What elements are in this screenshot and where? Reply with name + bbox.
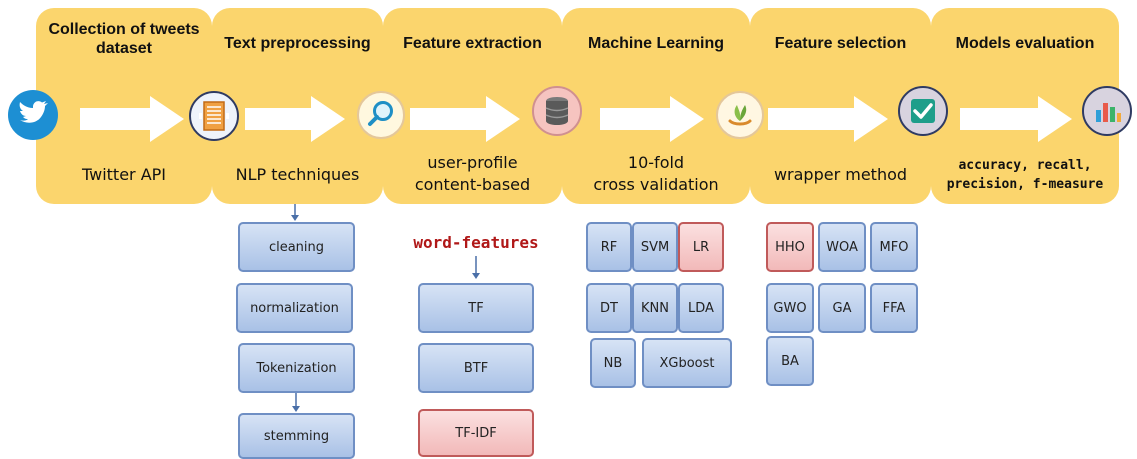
flow-arrow — [80, 96, 184, 142]
stage-subtitle-collection: Twitter API — [81, 165, 167, 184]
stage-title-line: Collection of tweets — [48, 21, 200, 38]
flow-arrow — [768, 96, 888, 142]
stage-subtitle-line: cross validation — [593, 175, 719, 194]
down-arrow — [472, 256, 480, 279]
stage-title-preprocessing: Text preprocessing — [224, 35, 371, 52]
stage-title-selection: Feature selection — [774, 35, 907, 52]
stage-subtitle-line: accuracy, recall, — [958, 158, 1092, 173]
stage-subtitle-line: precision, f-measure — [946, 177, 1104, 192]
optimizer-box: BA — [766, 336, 814, 386]
down-arrow — [292, 393, 300, 412]
optimizer-box: GWO — [766, 283, 814, 333]
flow-arrow — [410, 96, 520, 142]
stage-subtitle-preprocessing: NLP techniques — [235, 165, 360, 184]
classifier-box: KNN — [632, 283, 678, 333]
optimizer-box: MFO — [870, 222, 918, 272]
stage-subtitle-line: 10-fold — [627, 153, 685, 172]
classifier-box: SVM — [632, 222, 678, 272]
stage-subtitle-extraction: user-profile content-based — [383, 152, 562, 196]
stage-title-extraction: Feature extraction — [403, 35, 542, 52]
classifier-box: XGboost — [642, 338, 732, 388]
database-icon — [532, 86, 582, 136]
preprocessing-step: cleaning — [238, 222, 355, 272]
feature-method: BTF — [418, 343, 534, 393]
flow-arrow — [600, 96, 704, 142]
stage-title-ml: Machine Learning — [587, 35, 725, 52]
classifier-box: DT — [586, 283, 632, 333]
stage-subtitle-evaluation: accuracy, recall, precision, f-measure — [931, 156, 1119, 194]
optimizer-box: WOA — [818, 222, 866, 272]
checkmark-icon — [898, 86, 948, 136]
stage-panel-collection: Collection of tweets dataset Twitter API — [36, 8, 212, 204]
stage-subtitle-line: content-based — [414, 175, 531, 194]
bar-chart-icon — [1082, 86, 1132, 136]
feature-method-highlighted: TF-IDF — [418, 409, 534, 457]
classifier-box: RF — [586, 222, 632, 272]
flow-arrow — [960, 96, 1072, 142]
stage-subtitle-selection: wrapper method — [773, 165, 908, 184]
stage-title-evaluation: Models evaluation — [955, 35, 1095, 52]
optimizer-box: GA — [818, 283, 866, 333]
stage-panel-preprocessing: Text preprocessing NLP techniques — [212, 8, 383, 204]
classifier-box-highlighted: LR — [678, 222, 724, 272]
classifier-box: LDA — [678, 283, 724, 333]
twitter-bird-icon — [8, 90, 58, 140]
feature-method: TF — [418, 283, 534, 333]
stage-title-line: dataset — [95, 40, 153, 57]
down-arrow — [291, 204, 299, 221]
preprocessing-step: normalization — [236, 283, 353, 333]
stage-subtitle-ml: 10-fold cross validation — [562, 152, 750, 196]
stage-title-collection: Collection of tweets dataset — [36, 20, 212, 58]
preprocessing-step: stemming — [238, 413, 355, 459]
leaf-hand-icon — [716, 91, 764, 139]
word-features-label: word-features — [413, 233, 539, 252]
classifier-box: NB — [590, 338, 636, 388]
optimizer-box: FFA — [870, 283, 918, 333]
flow-arrow — [245, 96, 345, 142]
document-icon — [189, 91, 239, 141]
stage-subtitle-line: user-profile — [427, 153, 518, 172]
optimizer-box-highlighted: HHO — [766, 222, 814, 272]
preprocessing-step: Tokenization — [238, 343, 355, 393]
magnifier-icon — [357, 91, 405, 139]
